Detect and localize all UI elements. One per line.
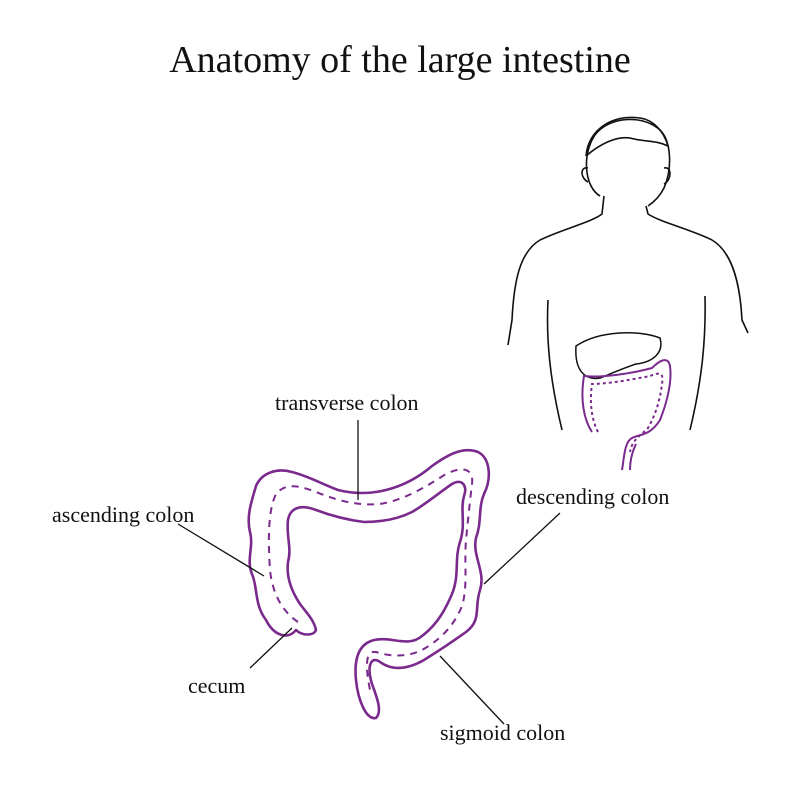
human-silhouette [507,116,749,431]
leader-cecum [249,627,293,669]
label-cecum: cecum [188,673,246,698]
leader-sigmoid [439,655,505,725]
colon-outer-outline [247,448,491,720]
right-arm-outline [711,239,749,334]
figure-large-intestine [581,359,672,471]
diagram-title: Anatomy of the large intestine [169,39,631,81]
label-sigmoid-colon: sigmoid colon [440,720,566,745]
head-outline [585,118,671,207]
neck-outline [539,195,605,241]
large-intestine [247,448,491,720]
hair-outline [585,116,670,157]
label-descending-colon: descending colon [516,484,670,509]
label-ascending-colon: ascending colon [52,502,195,527]
leader-descending [483,512,561,585]
liver-icon [575,332,662,380]
colon-inner-lumen [267,468,474,691]
leader-lines [177,420,561,725]
label-transverse-colon: transverse colon [275,390,419,415]
leader-ascending [177,523,265,577]
left-arm-outline [507,239,541,346]
